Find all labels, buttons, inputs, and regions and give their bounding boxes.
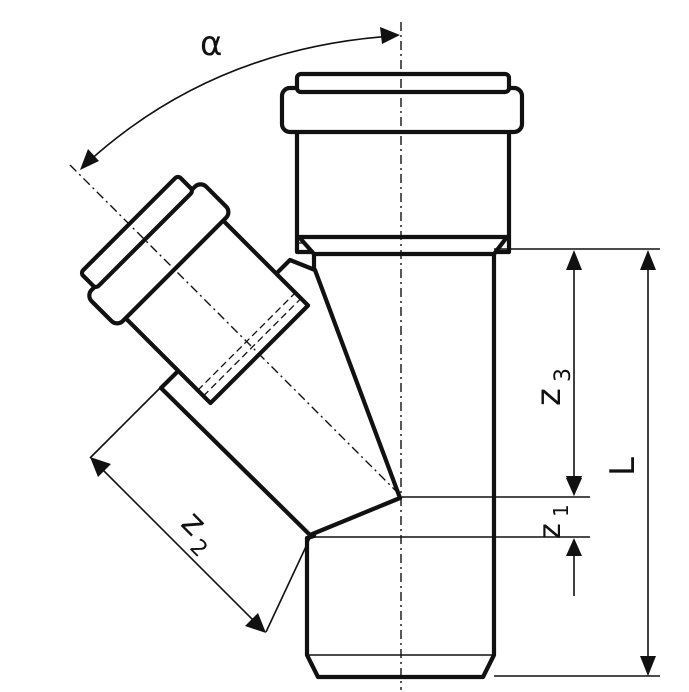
- z1-arrow-down: [566, 478, 582, 496]
- l-arrow-bottom: [640, 656, 656, 676]
- l-label: L: [603, 457, 643, 476]
- main-socket-lip: [294, 71, 512, 95]
- main-socket-rim: [279, 85, 525, 135]
- main-socket-taper: [296, 234, 510, 257]
- z1-arrow-up: [566, 538, 582, 556]
- z2-dimension-line: [94, 461, 262, 629]
- alpha-arc: [87, 35, 394, 163]
- z2-label: z 2: [173, 503, 214, 562]
- alpha-arrow-top: [380, 27, 400, 44]
- z2-label-base: z: [173, 503, 214, 544]
- z3-label: z 3: [529, 368, 576, 406]
- z1-label: z 1: [533, 504, 573, 539]
- main-socket: [279, 71, 525, 257]
- z3-label-base: z: [529, 388, 569, 406]
- branch-socket-seat-dashed: [202, 297, 302, 397]
- z2-arrow-end: [245, 613, 266, 633]
- alpha-label: α: [200, 24, 222, 64]
- l-label-text: L: [603, 457, 643, 476]
- l-arrow-top: [640, 250, 656, 270]
- z1-label-base: z: [533, 523, 568, 539]
- main-socket-sleeve: [294, 125, 512, 255]
- z3-arrow-top: [566, 250, 582, 270]
- ext-line-branch-z2-b: [265, 537, 311, 633]
- alpha-arrow-left: [80, 149, 99, 170]
- ext-line-branch-z2-a: [89, 387, 161, 459]
- z2-arrow-start: [90, 457, 111, 477]
- z1-label-sub: 1: [549, 504, 573, 517]
- z3-label-sub: 3: [551, 368, 576, 382]
- branch-center-axis: [69, 164, 403, 498]
